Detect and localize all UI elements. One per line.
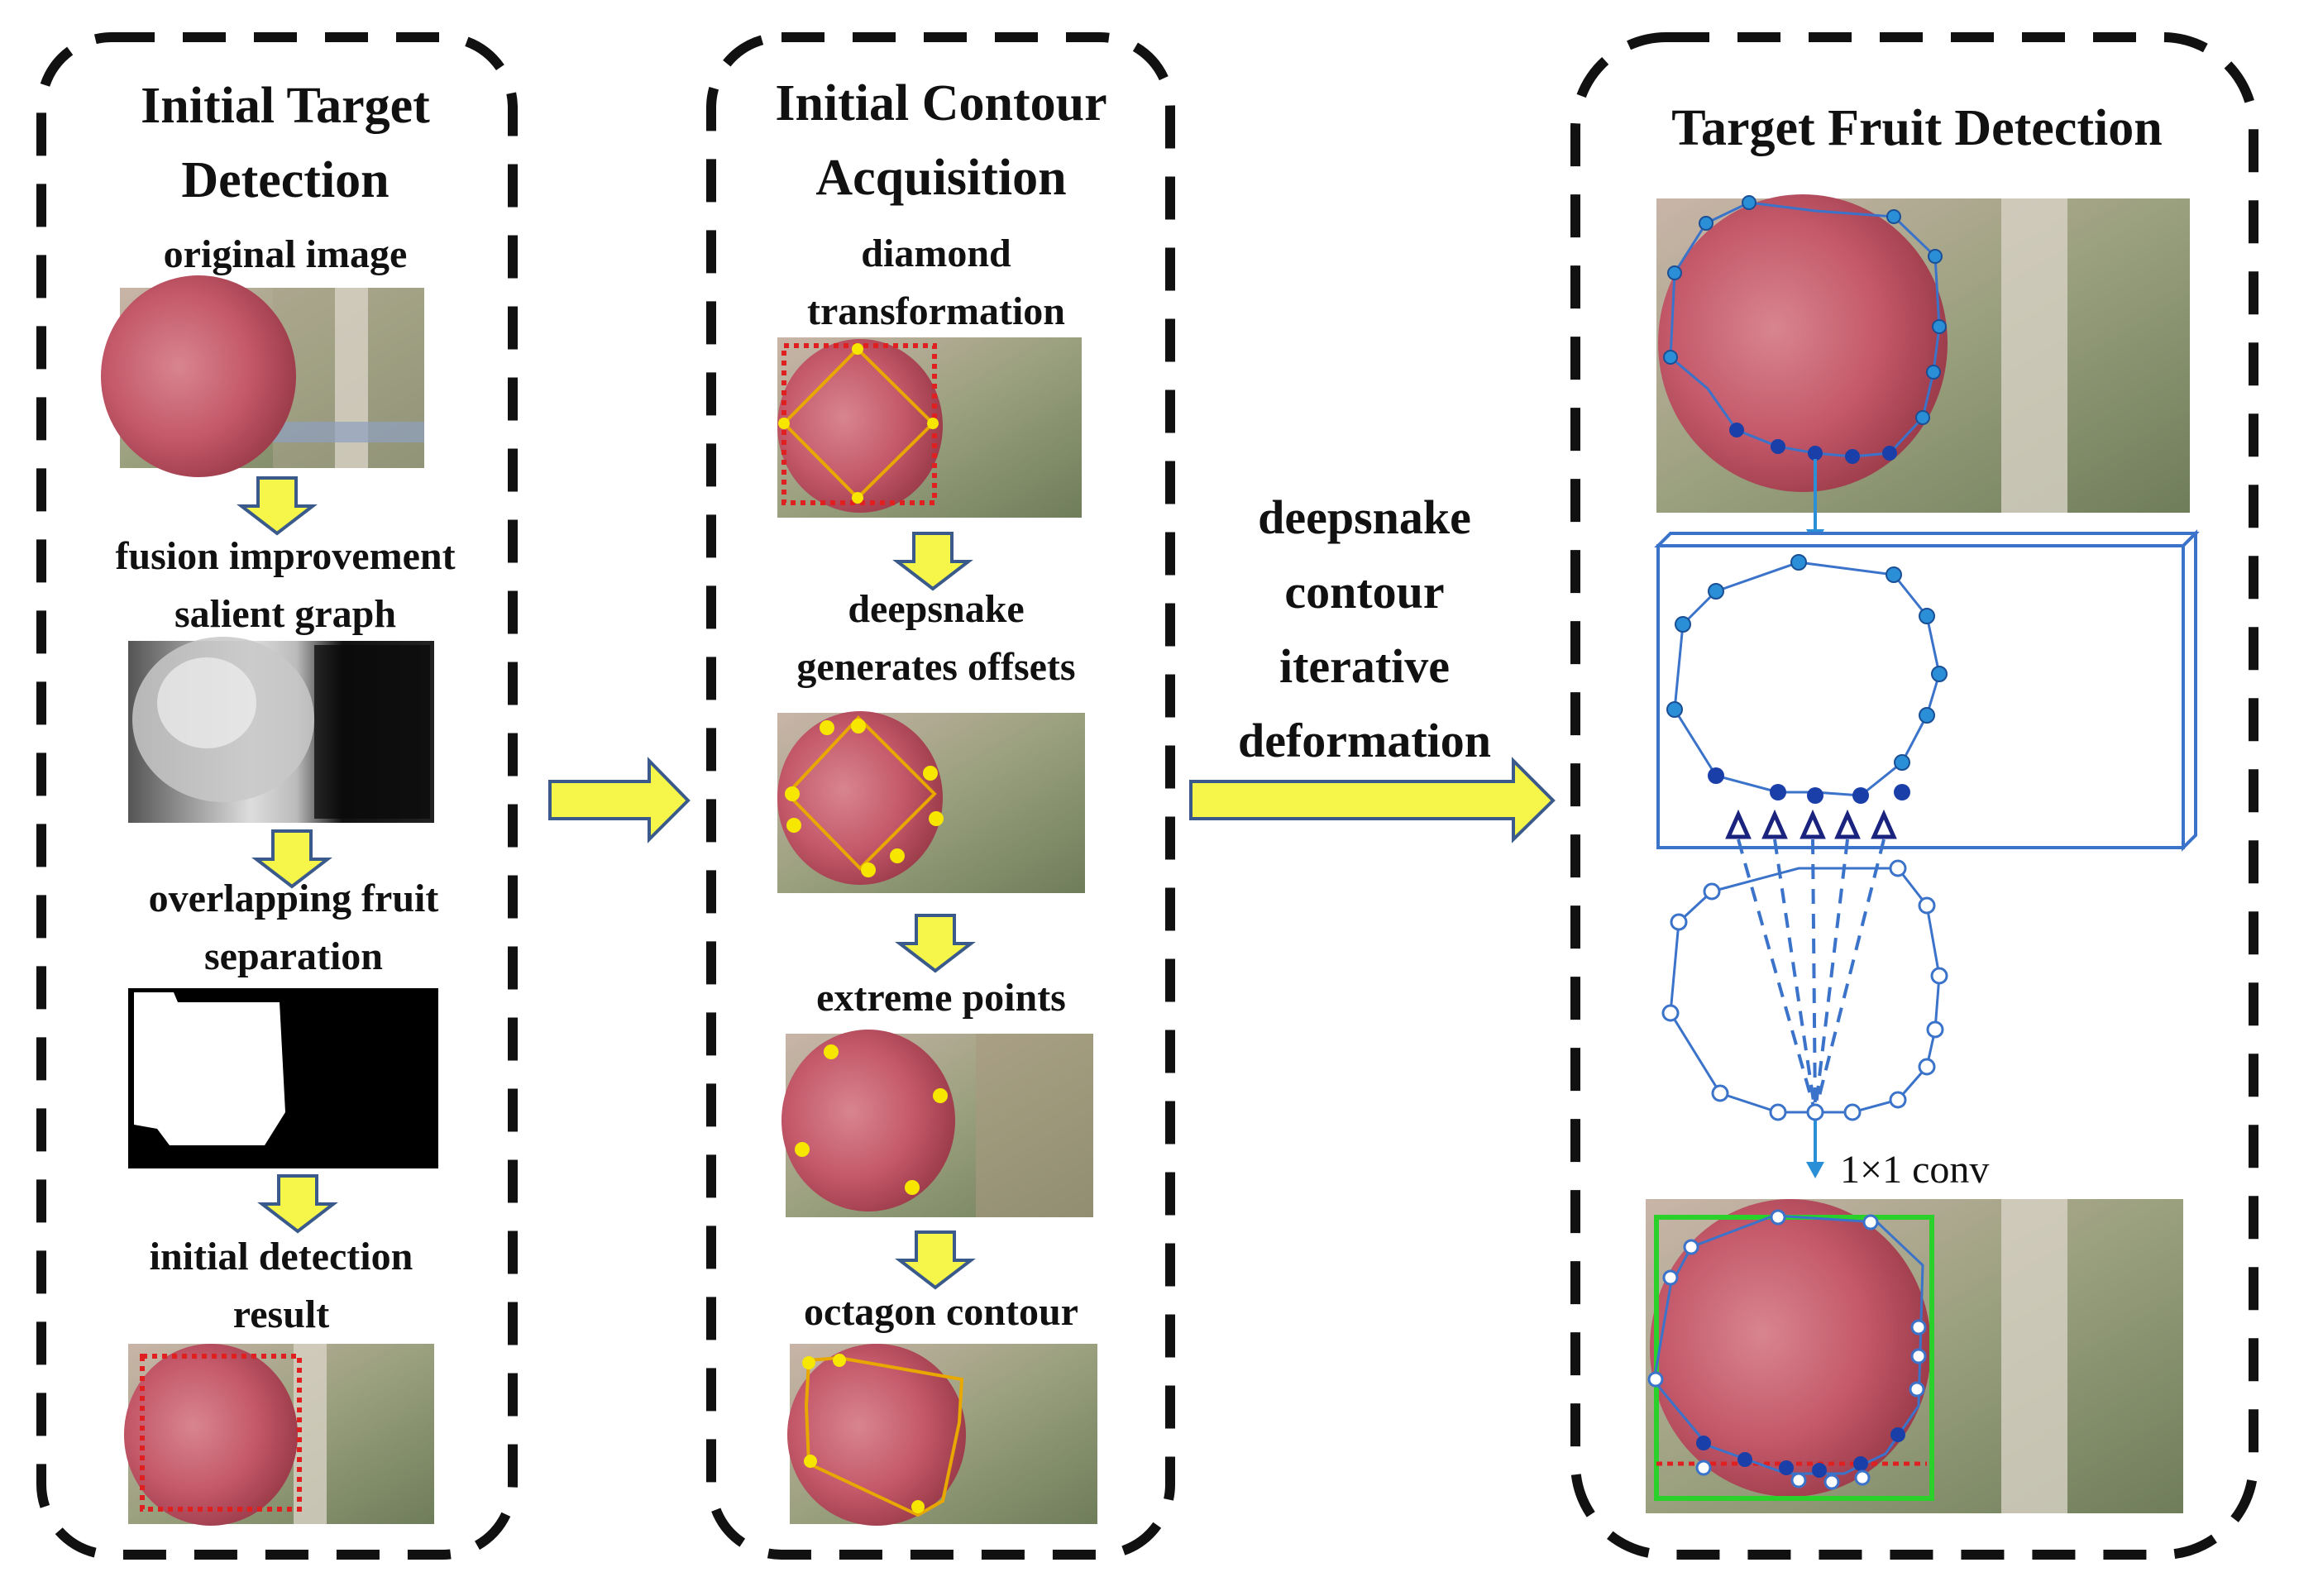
circular-contour xyxy=(1661,859,1948,1121)
middle-step1-label-line2: transformation xyxy=(807,289,1065,333)
feature-map xyxy=(1654,529,2200,852)
panel-left-border xyxy=(36,32,518,1560)
extreme-point-bottom xyxy=(905,1180,920,1195)
middle-step2-label-line2: generates offsets xyxy=(796,645,1075,689)
middle-step3-label: extreme points xyxy=(816,976,1066,1020)
connector-line2: contour xyxy=(1284,565,1444,619)
left-step1-label: original image xyxy=(164,232,408,276)
octagon-contour xyxy=(804,1355,964,1517)
left-step2-label-line1: fusion improvement xyxy=(115,534,455,578)
right-arrow-middle-to-right xyxy=(1189,757,1556,843)
conv-label: 1×1 conv xyxy=(1840,1148,1989,1192)
target-fruit-image xyxy=(1656,194,2190,513)
down-arrow-middle-2 xyxy=(895,914,976,973)
initial-bbox-red xyxy=(140,1354,302,1512)
left-step3-label-line2: separation xyxy=(204,934,383,978)
octagon-contour-image xyxy=(787,1344,1097,1526)
left-step4-label-line1: initial detection xyxy=(150,1235,413,1278)
connector-line4: deformation xyxy=(1238,714,1491,767)
panel-middle-border xyxy=(706,32,1175,1560)
left-step2-label-line2: salient graph xyxy=(174,592,396,636)
left-step4-label-line2: result xyxy=(233,1293,329,1336)
middle-step4-label: octagon contour xyxy=(804,1290,1078,1334)
down-arrow-left-2 xyxy=(251,829,332,889)
panel-right-border xyxy=(1570,32,2258,1560)
down-arrow-middle-3 xyxy=(895,1230,976,1290)
connector-line3: iterative xyxy=(1279,639,1450,693)
diamond-transformation-image xyxy=(777,337,1082,518)
final-result-image xyxy=(1646,1199,2183,1513)
right-arrow-left-to-middle xyxy=(548,757,691,843)
offsets-image xyxy=(777,711,1085,893)
connector-line1: deepsnake xyxy=(1258,490,1471,544)
left-title-line1: Initial Target xyxy=(141,78,430,134)
middle-step2-label-line1: deepsnake xyxy=(848,587,1024,631)
extreme-point-right xyxy=(933,1088,948,1103)
down-arrow-left-3 xyxy=(257,1174,338,1234)
left-step3-label-line1: overlapping fruit xyxy=(149,877,439,920)
separation-image xyxy=(128,988,438,1168)
feature-aggregation-lines xyxy=(1737,839,1886,1113)
extreme-point-top xyxy=(824,1044,839,1059)
middle-title-line1: Initial Contour xyxy=(775,75,1106,131)
down-arrow-left-1 xyxy=(237,476,318,536)
offset-contour xyxy=(785,715,937,871)
salient-graph-image xyxy=(128,637,434,823)
initial-detection-image xyxy=(124,1344,434,1526)
extreme-point-left xyxy=(795,1142,810,1157)
middle-title-line2: Acquisition xyxy=(815,150,1066,206)
original-image xyxy=(101,275,424,477)
down-arrow-middle-1 xyxy=(892,532,973,591)
left-title-line2: Detection xyxy=(181,152,389,208)
extreme-points-image xyxy=(781,1030,1093,1217)
right-title: Target Fruit Detection xyxy=(1671,100,2162,156)
arrow-head-2 xyxy=(1806,1162,1824,1178)
middle-step1-label-line1: diamond xyxy=(861,232,1011,275)
